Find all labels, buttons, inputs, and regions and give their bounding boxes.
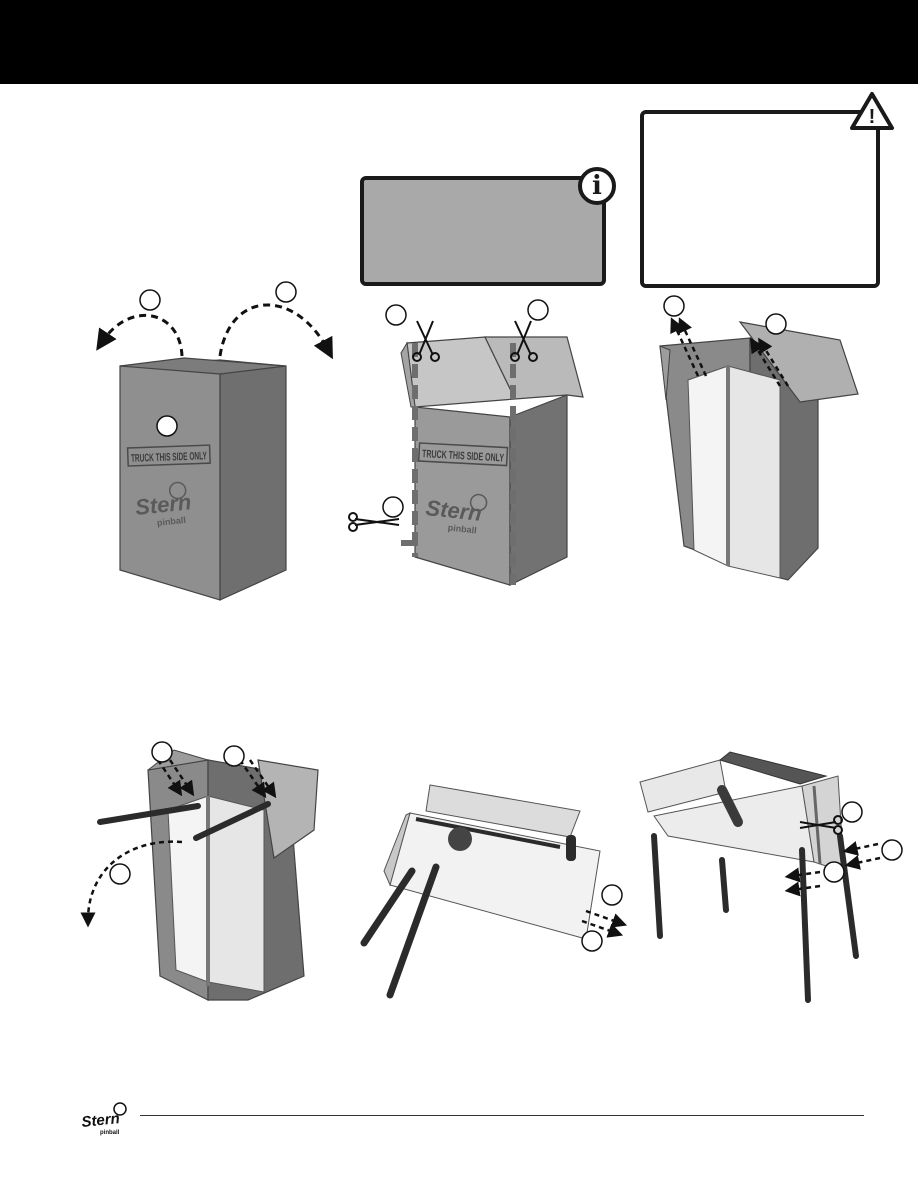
footer-rule [140, 1115, 864, 1116]
svg-text:pinball: pinball [447, 522, 477, 535]
carton-body [119, 357, 287, 601]
leg-bracket [448, 827, 472, 851]
step-callout-circle [765, 313, 787, 335]
svg-text:TRUCK THIS SIDE ONLY: TRUCK THIS SIDE ONLY [422, 448, 505, 464]
scissors-icon [510, 320, 538, 362]
step-5-attach-front-legs [360, 784, 628, 999]
lift-arrows [670, 317, 790, 387]
scissors-icon [348, 512, 400, 532]
step-callout-circle [223, 745, 245, 767]
scissors-icon [799, 815, 843, 835]
cabinet-body [383, 784, 601, 940]
footer-brand-logo: Stern pinball [81, 1102, 127, 1136]
step-1-closed-carton: TRUCK THIS SIDE ONLY Stern pinball [96, 281, 333, 601]
cabinet-leg [360, 863, 440, 999]
step-6-attach-rear-legs [639, 751, 903, 1003]
cabinet-body [687, 365, 781, 579]
step-callout-circle [581, 930, 603, 952]
svg-text:Stern: Stern [424, 495, 483, 526]
step-callout-circle [109, 863, 131, 885]
step-4-remove-legs [80, 741, 319, 1001]
step-callout-circle [275, 281, 297, 303]
bolt-arrows [581, 909, 628, 938]
carton-brand-logo: Stern pinball [134, 481, 193, 528]
cut-lines [401, 343, 516, 585]
step-callout-circle [156, 415, 178, 437]
carton-flap-arrows [96, 303, 333, 360]
step-3-cabinet-exposed [659, 295, 859, 581]
step-callout-circle [527, 299, 549, 321]
remove-arrows [80, 759, 277, 928]
info-icon: i [578, 167, 616, 205]
info-icon-glyph: i [592, 171, 602, 201]
truck-side-label: TRUCK THIS SIDE ONLY [126, 444, 211, 467]
truck-side-label: TRUCK THIS SIDE ONLY [417, 442, 509, 467]
step-2-cut-carton: TRUCK THIS SIDE ONLY Stern pinball [348, 299, 584, 586]
svg-text:TRUCK THIS SIDE ONLY: TRUCK THIS SIDE ONLY [131, 450, 208, 465]
step-callout-circle [382, 496, 404, 518]
bolt-arrows [784, 841, 881, 897]
svg-text:pinball: pinball [100, 1130, 120, 1136]
page-header-bar [0, 0, 918, 84]
warning-triangle-icon: ! [850, 92, 894, 130]
svg-text:Stern: Stern [81, 1110, 121, 1131]
step-callout-circle [841, 801, 863, 823]
carton-brand-logo: Stern pinball [424, 493, 488, 535]
warning-callout-box [640, 110, 880, 288]
step-callout-circle [151, 741, 173, 763]
cabinet-leg [651, 833, 859, 1003]
cabinet-body [639, 751, 845, 873]
leg-bracket [717, 785, 743, 827]
warning-icon-glyph: ! [869, 106, 876, 128]
step-callout-circle [601, 884, 623, 906]
svg-text:pinball: pinball [156, 515, 186, 528]
step-callout-circle [663, 295, 685, 317]
info-callout-box [360, 176, 606, 286]
step-callout-circle [385, 304, 407, 326]
svg-text:Stern: Stern [134, 489, 193, 520]
step-callout-circle [139, 289, 161, 311]
step-callout-circle [881, 839, 903, 861]
leg-bracket [566, 835, 576, 861]
cabinet-leg [97, 801, 271, 841]
step-callout-circle [823, 861, 845, 883]
scissors-icon [412, 320, 440, 362]
